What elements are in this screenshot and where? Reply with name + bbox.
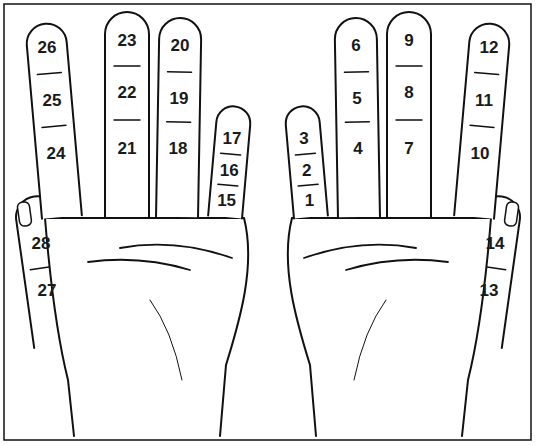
- callout-number: 15: [217, 192, 236, 209]
- callout-number: 9: [404, 32, 413, 49]
- callout-number: 27: [38, 282, 57, 299]
- callout-number: 14: [486, 235, 505, 252]
- callout-number: 11: [475, 92, 493, 109]
- callout-number: 19: [170, 90, 189, 107]
- callout-number: 4: [353, 140, 362, 157]
- callout-number: 23: [118, 32, 137, 49]
- callout-number: 13: [480, 282, 499, 299]
- callout-number: 25: [43, 92, 62, 109]
- callout-number: 22: [118, 84, 137, 101]
- hand-drawing: [284, 12, 522, 436]
- callout-number: 7: [404, 140, 413, 157]
- callout-number: 24: [47, 145, 66, 162]
- frame: [4, 4, 531, 440]
- callout-number: 1: [305, 192, 314, 209]
- callout-number: 6: [351, 37, 360, 54]
- callout-number: 5: [352, 90, 361, 107]
- finger: [208, 105, 252, 219]
- callout-number: 12: [480, 39, 499, 56]
- callout-number: 3: [299, 130, 308, 147]
- callout-number: 18: [169, 140, 188, 157]
- palm-line: [120, 245, 232, 258]
- callout-number: 2: [302, 162, 311, 179]
- hand-drawing: [13, 12, 251, 436]
- finger: [25, 22, 82, 219]
- palm-outline: [45, 218, 248, 436]
- callout-number: 16: [220, 162, 239, 179]
- callout-number: 17: [223, 130, 242, 147]
- palm-line: [88, 260, 190, 270]
- callout-number: 10: [471, 145, 490, 162]
- callout-number: 8: [404, 84, 413, 101]
- finger: [105, 12, 149, 217]
- palm-line: [150, 300, 182, 380]
- callout-number: 21: [118, 140, 137, 157]
- callout-number: 20: [171, 37, 190, 54]
- callout-number: 26: [38, 39, 57, 56]
- callout-number: 28: [32, 235, 51, 252]
- palm-fill: [45, 218, 248, 436]
- finger: [156, 18, 201, 218]
